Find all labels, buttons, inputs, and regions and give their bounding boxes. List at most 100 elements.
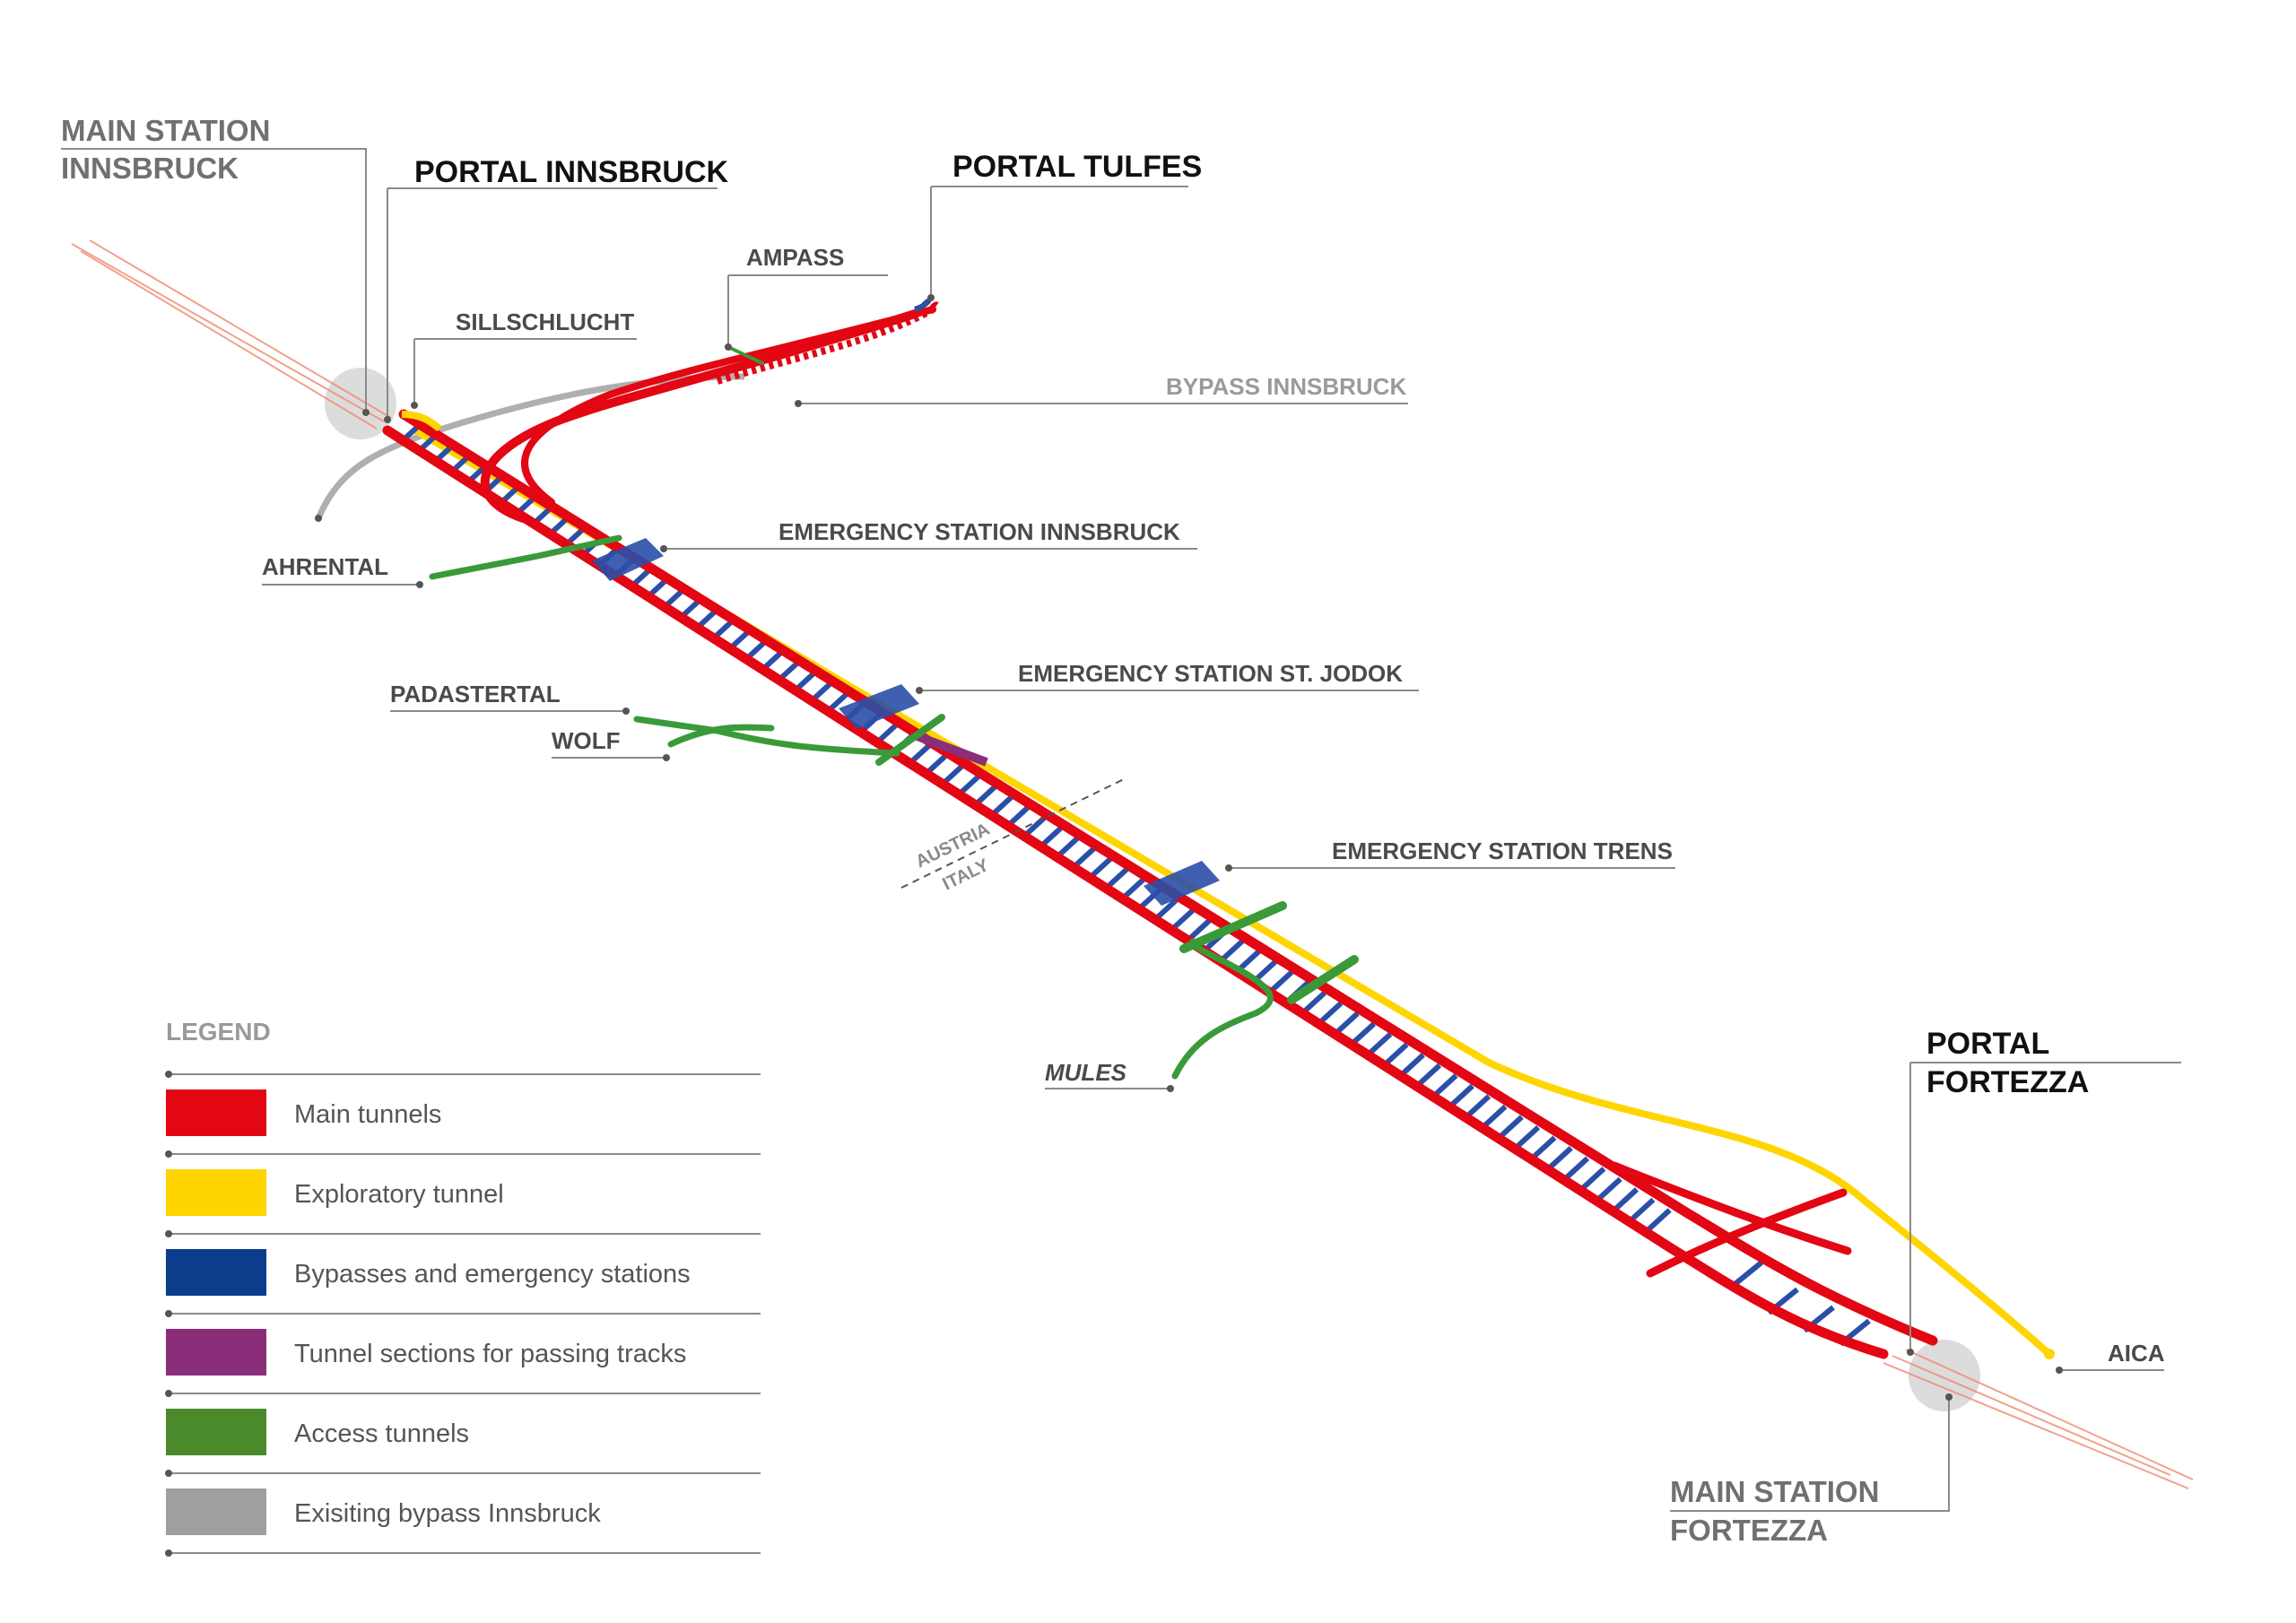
cross-passage: [1580, 1167, 1606, 1191]
aica-end: [2044, 1349, 2055, 1359]
cross-passage: [1482, 1104, 1508, 1129]
cross-passage: [1498, 1115, 1524, 1139]
main-tunnel-east: [398, 409, 1938, 1346]
access-trens-crossing-1: [1179, 901, 1287, 953]
cross-passage: [1432, 1073, 1458, 1098]
cross-passage: [1170, 907, 1196, 933]
tulfes-portal-cap: [913, 298, 932, 312]
cross-passage: [1547, 1146, 1573, 1170]
label-portal-innsbruck: PORTAL INNSBRUCK: [414, 155, 729, 189]
label-aica: AICA: [2108, 1340, 2165, 1367]
cross-passage: [1531, 1135, 1557, 1159]
legend-item: Exploratory tunnel: [165, 1169, 761, 1237]
cross-passage: [1300, 990, 1326, 1015]
leader-dots: [315, 294, 2063, 1401]
cross-passage: [1350, 1021, 1376, 1046]
cross-passage: [1186, 918, 1212, 942]
access-padastertal: [633, 716, 900, 757]
sillschlucht-stub: [401, 411, 442, 432]
access-ahrental: [429, 534, 622, 580]
legend-separator-dot: [165, 1549, 172, 1557]
access-mules: [1171, 938, 1274, 1080]
label-padastertal: PADASTERTAL: [390, 681, 561, 707]
label-sillschlucht: SILLSCHLUCHT: [456, 308, 634, 335]
access-tunnels: [429, 345, 1359, 1080]
main-station-innsbruck-marker: [325, 368, 396, 439]
access-ampass: [726, 345, 764, 365]
main-tunnels: [382, 306, 1938, 1359]
cross-passage: [1465, 1094, 1492, 1118]
tulfes-connector-2: [521, 306, 936, 506]
label-main-station-fortezza-1: MAIN STATION: [1670, 1475, 1879, 1508]
legend-label: Tunnel sections for passing tracks: [294, 1340, 686, 1368]
cross-passage: [1416, 1063, 1442, 1088]
label-wolf: WOLF: [552, 727, 621, 754]
access-trens-crossing-2: [1287, 955, 1359, 1004]
legend-label: Main tunnels: [294, 1100, 441, 1129]
emergency-stations: [592, 538, 1220, 906]
emergency-station-innsbruck-block: [592, 538, 664, 581]
legend-item: Exisiting bypass Innsbruck: [165, 1488, 761, 1557]
passing-track-section: [913, 731, 988, 767]
label-main-station-fortezza-2: FORTEZZA: [1670, 1514, 1828, 1547]
leader-lines: [61, 148, 2181, 1512]
label-emergency-innsbruck: EMERGENCY STATION INNSBRUCK: [778, 518, 1180, 545]
surface-rail-north: [71, 239, 392, 430]
fortezza-branch-1: [1610, 1161, 1852, 1255]
legend-label: Exploratory tunnel: [294, 1180, 504, 1209]
main-station-fortezza-marker: [1909, 1340, 1980, 1411]
label-ampass: AMPASS: [746, 244, 844, 271]
label-emergency-trens: EMERGENCY STATION TRENS: [1332, 838, 1673, 864]
cross-passage: [1646, 1208, 1672, 1232]
border-line: [900, 777, 1126, 889]
legend-separator-dot: [165, 1390, 172, 1397]
legend-label: Exisiting bypass Innsbruck: [294, 1499, 601, 1528]
border-italy: ITALY: [940, 855, 993, 895]
access-st-jodok-crossing: [875, 714, 945, 766]
cross-passage: [1630, 1197, 1656, 1222]
label-portal-fortezza-1: PORTAL: [1926, 1027, 2049, 1061]
tulfes-section: [716, 301, 941, 385]
cross-passage: [1367, 1032, 1393, 1056]
label-ahrental: AHRENTAL: [262, 553, 388, 580]
surface-rail-south: [1883, 1349, 2194, 1489]
cross-passage: [1334, 1011, 1360, 1036]
legend-item: Main tunnels: [165, 1089, 761, 1158]
legend-separator-dot: [165, 1470, 172, 1477]
legend-rule-dot: [165, 1071, 172, 1078]
legend-separator-dot: [165, 1310, 172, 1317]
label-main-station-innsbruck-1: MAIN STATION: [61, 114, 270, 147]
cross-passage: [1383, 1042, 1409, 1067]
legend-separator-dot: [165, 1230, 172, 1237]
label-emergency-st-jodok: EMERGENCY STATION ST. JODOK: [1018, 660, 1403, 687]
label-main-station-innsbruck-2: INNSBRUCK: [61, 152, 239, 185]
cross-passage: [1219, 939, 1245, 963]
cross-passage: [1399, 1053, 1425, 1077]
label-portal-tulfes: PORTAL TULFES: [952, 150, 1202, 184]
legend-item: Access tunnels: [165, 1409, 761, 1477]
legend-title: LEGEND: [166, 1018, 271, 1046]
label-portal-fortezza-2: FORTEZZA: [1926, 1065, 2089, 1099]
legend-swatch: [166, 1488, 266, 1535]
cross-passage: [1268, 969, 1294, 994]
cross-passage: [1515, 1124, 1541, 1150]
label-mules: MULES: [1045, 1059, 1127, 1086]
access-wolf: [667, 724, 775, 748]
cross-passage: [1564, 1156, 1590, 1180]
legend-label: Bypasses and emergency stations: [294, 1260, 691, 1289]
legend-item: Tunnel sections for passing tracks: [165, 1329, 761, 1397]
label-bypass-innsbruck: BYPASS INNSBRUCK: [1166, 373, 1406, 400]
legend-separator-dot: [165, 1150, 172, 1158]
legend-swatch: [166, 1409, 266, 1455]
legend-swatch: [166, 1169, 266, 1216]
legend-swatch: [166, 1329, 266, 1376]
legend-swatch: [166, 1089, 266, 1136]
cross-passage: [1448, 1083, 1474, 1108]
emergency-station-trens-block: [1144, 861, 1220, 906]
exploratory-tunnel: [410, 425, 2052, 1357]
legend-swatch: [166, 1249, 266, 1296]
cross-passage: [1318, 1001, 1344, 1025]
fortezza-branch-2: [1646, 1188, 1848, 1278]
